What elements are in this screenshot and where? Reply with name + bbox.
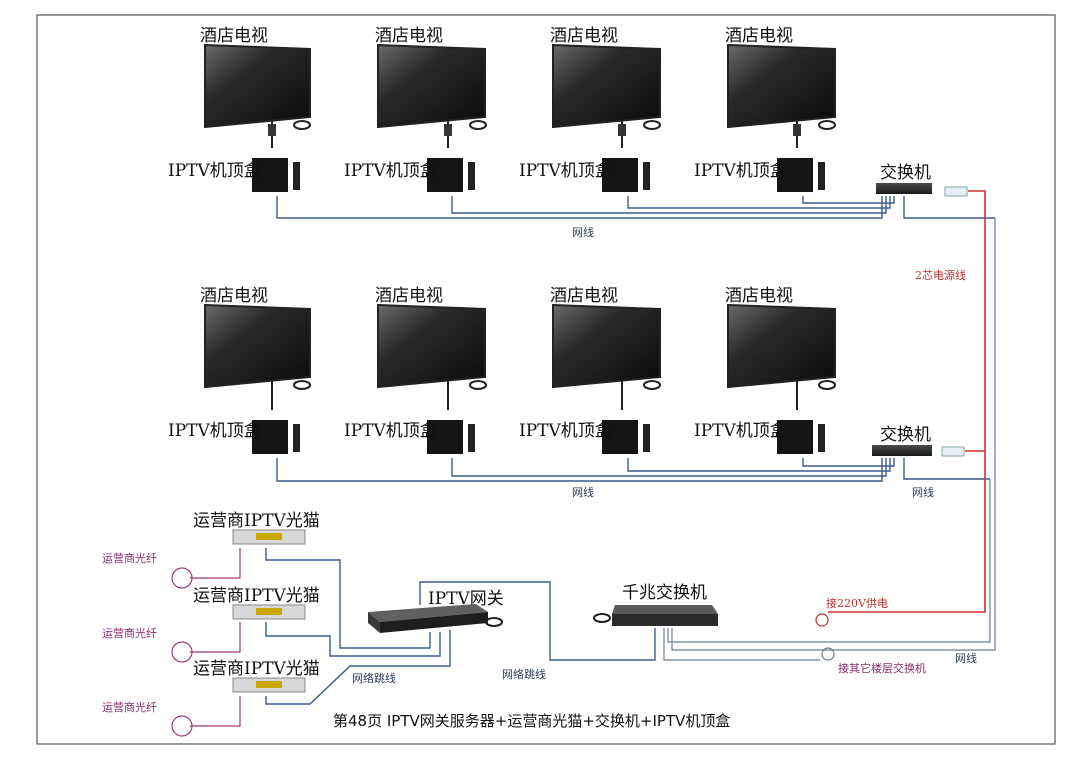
tv-row2-3	[552, 303, 661, 410]
stb-row1	[252, 158, 825, 192]
power-cable-icon	[593, 613, 611, 623]
gigabit-switch	[612, 605, 718, 626]
hdmi-cable-icon	[293, 380, 836, 390]
tv-label: 酒店电视	[375, 286, 443, 306]
tv-row2-1	[204, 303, 311, 410]
net-cable-label: 网线	[912, 485, 934, 499]
net-cable-label: 网线	[572, 225, 594, 239]
net-cable-label: 网线	[572, 485, 594, 499]
other-switch-label: 接其它楼层交换机	[838, 661, 926, 675]
stb-label: IPTV机顶盒	[694, 421, 787, 441]
tv-row2-4	[727, 303, 836, 410]
tv-row2-2	[377, 303, 486, 410]
fiber-cable	[190, 548, 241, 727]
tv-label: 酒店电视	[200, 26, 268, 46]
diagram-frame	[36, 14, 1056, 745]
fiber-label: 运营商光纤	[102, 626, 157, 640]
power-cable	[828, 190, 986, 613]
gateway-label: IPTV网关	[428, 589, 504, 609]
iptv-gateway	[368, 604, 488, 633]
hdmi-cable-icon	[293, 120, 836, 130]
stb-row2	[252, 420, 825, 454]
power-adapter-icon	[944, 186, 968, 197]
power-cable-label: 2芯电源线	[915, 268, 966, 282]
modem-3	[232, 677, 306, 693]
gigabit-switch-label: 千兆交换机	[622, 583, 707, 603]
stb-label: IPTV机顶盒	[519, 161, 612, 181]
tv-label: 酒店电视	[200, 286, 268, 306]
stb-label: IPTV机顶盒	[168, 421, 261, 441]
tv-label: 酒店电视	[725, 286, 793, 306]
modem-1	[232, 529, 306, 545]
power-supply-label: 接220V供电	[826, 596, 888, 610]
modem-label: 运营商IPTV光猫	[193, 659, 320, 679]
switch-row1	[876, 183, 932, 194]
modem-2	[232, 604, 306, 620]
patch-cable-label: 网络跳线	[502, 667, 546, 681]
fiber-label: 运营商光纤	[102, 700, 157, 714]
switch-row2	[872, 445, 932, 456]
fiber-icon	[171, 715, 193, 737]
modem-label: 运营商IPTV光猫	[193, 586, 320, 606]
fiber-icon	[171, 567, 193, 589]
tv-label: 酒店电视	[550, 26, 618, 46]
power-supply-icon	[815, 613, 829, 627]
page-caption: 第48页 IPTV网关服务器+运营商光猫+交换机+IPTV机顶盒	[333, 712, 730, 730]
modem-label: 运营商IPTV光猫	[193, 511, 320, 531]
tv-row1-4	[727, 43, 836, 148]
tv-label: 酒店电视	[550, 286, 618, 306]
power-adapter-icon	[941, 446, 965, 457]
tv-row1-3	[552, 43, 661, 148]
tv-row1-2	[377, 43, 486, 148]
fiber-icon	[171, 641, 193, 663]
tv-label: 酒店电视	[725, 26, 793, 46]
fiber-label: 运营商光纤	[102, 551, 157, 565]
switch-label: 交换机	[880, 163, 931, 183]
switch-label: 交换机	[880, 425, 931, 445]
stb-label: IPTV机顶盒	[344, 161, 437, 181]
tv-label: 酒店电视	[375, 26, 443, 46]
stb-label: IPTV机顶盒	[519, 421, 612, 441]
patch-cable-label: 网络跳线	[352, 671, 396, 685]
tv-row1-1	[204, 43, 311, 148]
stb-label: IPTV机顶盒	[694, 161, 787, 181]
other-floor-icon	[821, 647, 835, 661]
uplink-trunk	[663, 218, 996, 661]
modem-to-gateway	[265, 548, 656, 705]
ethernet-row1	[276, 196, 995, 219]
stb-label: IPTV机顶盒	[168, 161, 261, 181]
ethernet-row2	[276, 458, 990, 482]
net-cable-label: 网线	[955, 651, 977, 665]
power-cable-icon	[485, 617, 503, 627]
stb-label: IPTV机顶盒	[344, 421, 437, 441]
